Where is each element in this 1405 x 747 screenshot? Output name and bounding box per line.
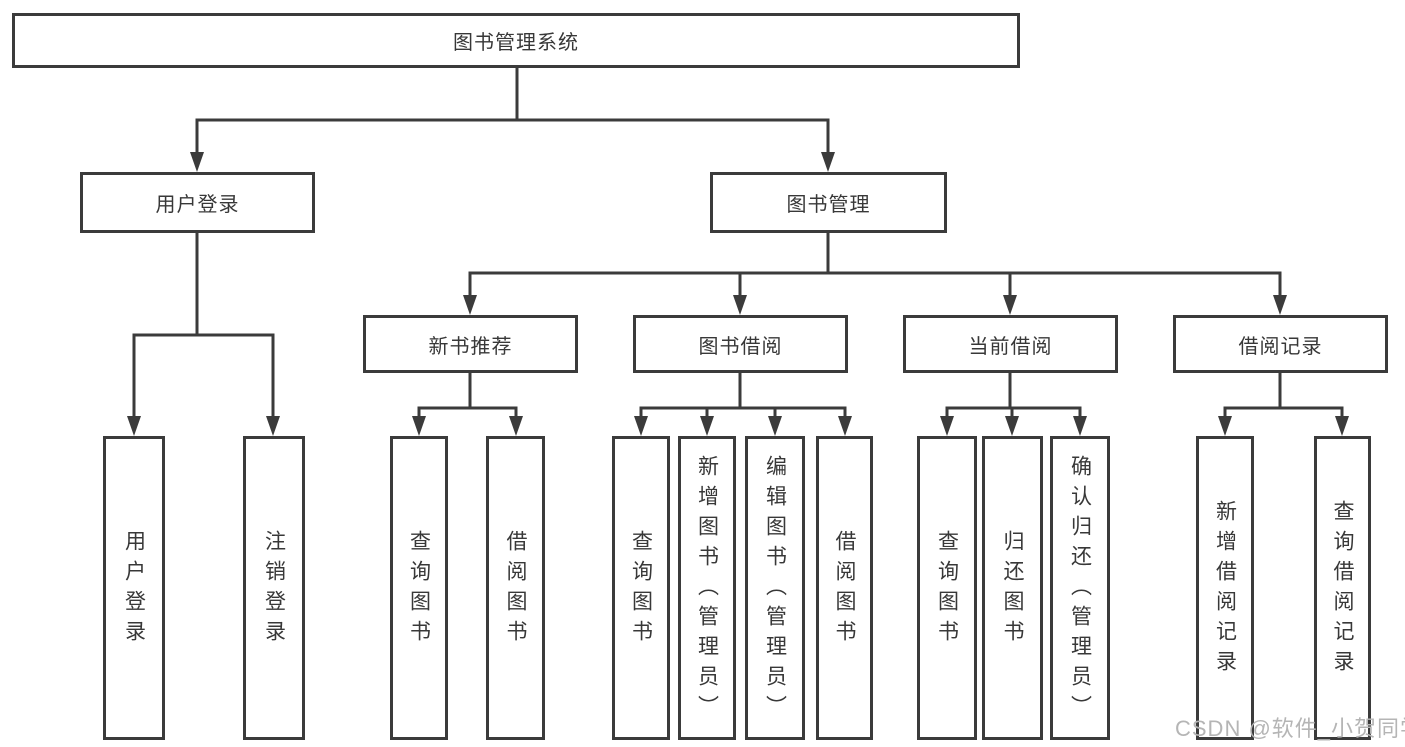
node-book-management: 图书管理	[710, 172, 947, 233]
leaf-borrow-books: 借阅图书	[816, 436, 873, 740]
leaf-user-login: 用户登录	[103, 436, 165, 740]
leaf-edit-books-admin: 编辑图书（管理员）	[745, 436, 805, 740]
leaf-query-books-recommend: 查询图书	[390, 436, 448, 740]
leaf-query-borrow-record: 查询借阅记录	[1314, 436, 1371, 740]
leaf-query-books-current: 查询图书	[917, 436, 977, 740]
leaf-query-books-borrow: 查询图书	[612, 436, 670, 740]
node-new-book-recommendation: 新书推荐	[363, 315, 578, 373]
leaf-borrow-books-recommend: 借阅图书	[486, 436, 545, 740]
leaf-logout: 注销登录	[243, 436, 305, 740]
leaf-add-borrow-record: 新增借阅记录	[1196, 436, 1254, 740]
node-root-library-system: 图书管理系统	[12, 13, 1020, 68]
node-borrowing-records: 借阅记录	[1173, 315, 1388, 373]
leaf-return-books: 归还图书	[982, 436, 1043, 740]
node-user-login: 用户登录	[80, 172, 315, 233]
node-current-borrowing: 当前借阅	[903, 315, 1118, 373]
watermark: CSDN @软件_小贺同学	[1175, 716, 1405, 741]
node-book-borrowing: 图书借阅	[633, 315, 848, 373]
leaf-add-books-admin: 新增图书（管理员）	[678, 436, 736, 740]
leaf-confirm-return-admin: 确认归还（管理员）	[1050, 436, 1110, 740]
